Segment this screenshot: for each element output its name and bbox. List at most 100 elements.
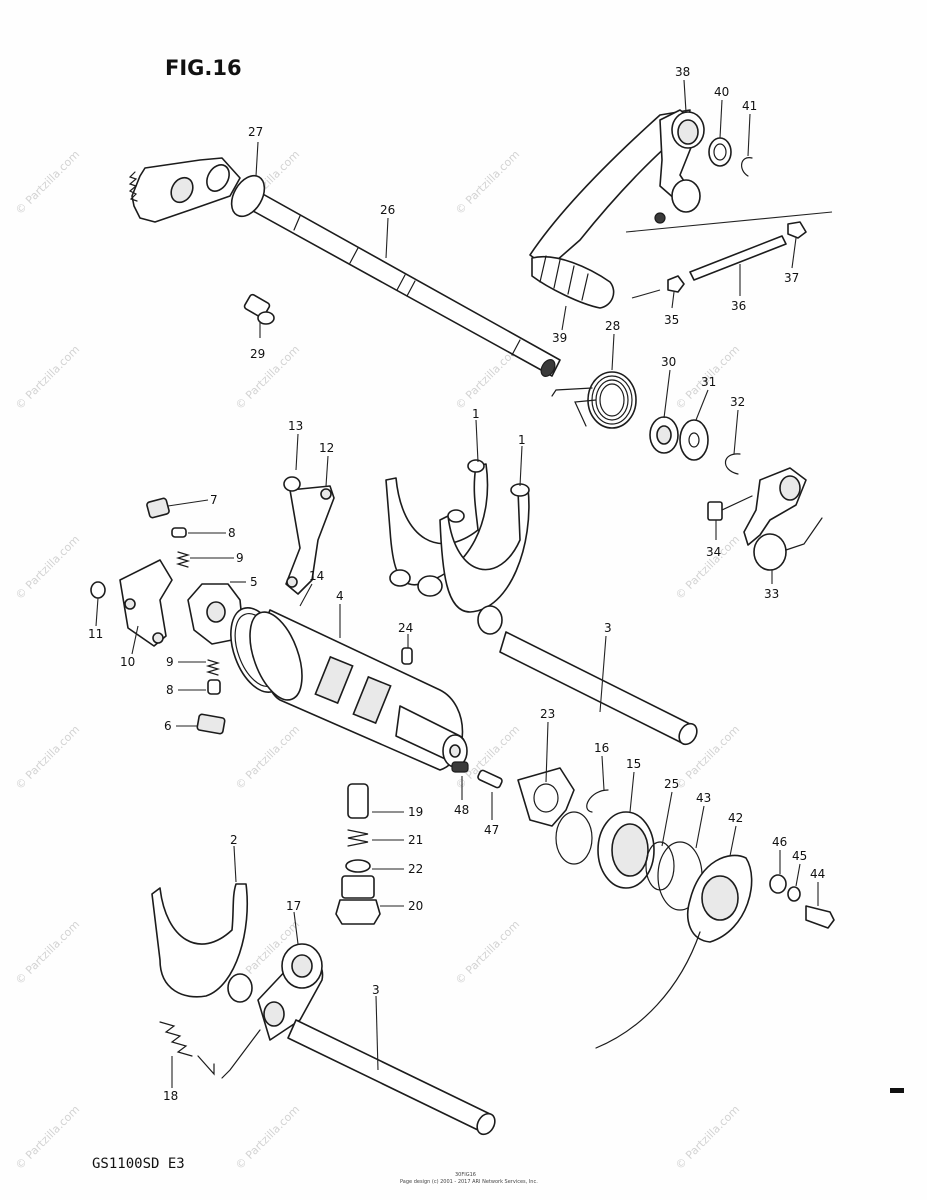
- callout-20: 20: [408, 899, 423, 913]
- callout-21: 21: [408, 833, 423, 847]
- callout-12: 12: [319, 441, 334, 455]
- shift-fork-lower-assembly: [151, 883, 496, 1136]
- callout-45: 45: [792, 849, 807, 863]
- watermark-text: © Partzilla.com: [233, 723, 302, 792]
- callout-9: 9: [236, 551, 244, 565]
- cam-guide: [517, 767, 575, 827]
- watermark-text: © Partzilla.com: [13, 533, 82, 602]
- circlip: [724, 453, 741, 475]
- thrust-washer: [679, 419, 709, 461]
- screw: [283, 476, 301, 492]
- callout-2: 2: [230, 833, 238, 847]
- watermark-text: © Partzilla.com: [453, 148, 522, 217]
- callout-37: 37: [784, 271, 799, 285]
- callout-28: 28: [605, 319, 620, 333]
- spring: [175, 551, 191, 568]
- watermark-text: © Partzilla.com: [453, 918, 522, 987]
- callout-40: 40: [714, 85, 729, 99]
- shift-fork: [439, 487, 530, 613]
- callout-46: 46: [772, 835, 787, 849]
- footer-credit: Page design (c) 2001 - 2017 ARI Network …: [400, 1179, 538, 1185]
- fork-shaft: [287, 1019, 491, 1133]
- margin-mark: [890, 1088, 904, 1093]
- rod-nut: [787, 221, 807, 239]
- pin: [207, 679, 221, 695]
- watermark-text: © Partzilla.com: [13, 343, 82, 412]
- lock-washer: [787, 886, 801, 902]
- callout-1: 1: [518, 433, 526, 447]
- cam-bearing-assembly: [451, 761, 835, 1049]
- callout-10: 10: [120, 655, 135, 669]
- callout-41: 41: [742, 99, 757, 113]
- callout-16: 16: [594, 741, 609, 755]
- callout-39: 39: [552, 331, 567, 345]
- pin: [477, 769, 503, 789]
- callout-23: 23: [540, 707, 555, 721]
- stopper-bolt-stack: [335, 783, 381, 925]
- shift-cam-drum: [230, 607, 468, 771]
- watermark-text: © Partzilla.com: [13, 1103, 82, 1172]
- screw: [90, 581, 106, 599]
- model-label: GS1100SD E3: [92, 1156, 185, 1172]
- arm-bolt: [707, 501, 723, 521]
- callout-18: 18: [163, 1089, 178, 1103]
- shift-link-rod: [689, 235, 787, 281]
- plunger-block: [146, 497, 170, 519]
- shift-fork-upper-assembly: [385, 459, 698, 746]
- callout-32: 32: [730, 395, 745, 409]
- watermark-text: © Partzilla.com: [13, 148, 82, 217]
- pedal-rubber: [531, 255, 615, 309]
- callout-4: 4: [336, 589, 344, 603]
- shift-fork-lower: [151, 883, 249, 998]
- bolt-body: [341, 875, 375, 899]
- callout-33: 33: [764, 587, 779, 601]
- callout-labels: 27 26 29 28 38 40 41 39 35 36 37 30 31 3…: [88, 65, 825, 1103]
- callout-25: 25: [664, 777, 679, 791]
- callout-1: 1: [472, 407, 480, 421]
- callout-44: 44: [810, 867, 825, 881]
- stopper-bolt: [347, 783, 369, 819]
- watermark-text: © Partzilla.com: [673, 533, 742, 602]
- callout-3: 3: [604, 621, 612, 635]
- callout-19: 19: [408, 805, 423, 819]
- callout-8: 8: [228, 526, 236, 540]
- callout-30: 30: [661, 355, 676, 369]
- circlip: [586, 789, 609, 813]
- callout-42: 42: [728, 811, 743, 825]
- callout-26: 26: [380, 203, 395, 217]
- stopper-small-parts: [90, 476, 335, 735]
- spring: [205, 659, 221, 676]
- callout-22: 22: [408, 862, 423, 876]
- washer: [345, 859, 371, 873]
- callout-31: 31: [701, 375, 716, 389]
- callout-17: 17: [286, 899, 301, 913]
- cover-wire: [595, 931, 701, 1049]
- callout-34: 34: [706, 545, 721, 559]
- callout-47: 47: [484, 823, 499, 837]
- rod-nut: [667, 275, 685, 293]
- stopper-plate-long: [285, 485, 335, 595]
- gearshift-shaft-assembly: [128, 157, 637, 429]
- callout-38: 38: [675, 65, 690, 79]
- link-arm-assembly: [649, 416, 823, 571]
- footer-code: 30FIG16: [455, 1172, 476, 1178]
- callout-13: 13: [288, 419, 303, 433]
- callout-29: 29: [250, 347, 265, 361]
- shift-pedal-assembly: [529, 109, 833, 309]
- fork-shaft: [499, 631, 691, 745]
- plunger-block: [196, 713, 226, 735]
- callout-43: 43: [696, 791, 711, 805]
- cam-pin: [401, 647, 413, 665]
- figure-title: FIG.16: [165, 56, 242, 80]
- watermark-text: © Partzilla.com: [233, 343, 302, 412]
- hex-nut: [335, 899, 381, 925]
- callout-27: 27: [248, 125, 263, 139]
- callout-35: 35: [664, 313, 679, 327]
- callout-48: 48: [454, 803, 469, 817]
- callout-5: 5: [250, 575, 258, 589]
- callout-14: 14: [309, 569, 324, 583]
- snap-ring: [555, 811, 593, 865]
- callout-24: 24: [398, 621, 413, 635]
